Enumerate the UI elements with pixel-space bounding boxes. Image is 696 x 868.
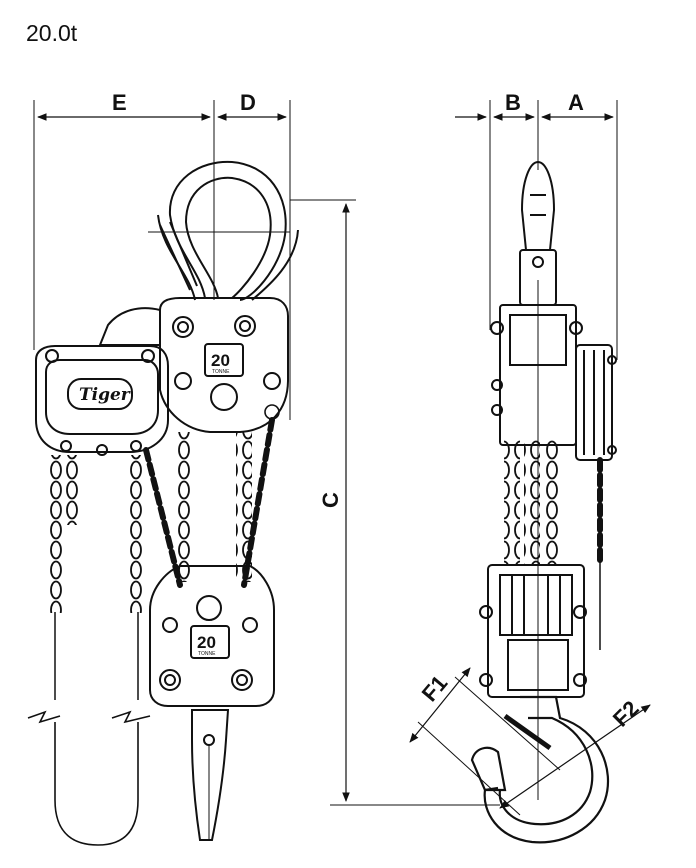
bottom-hook-front xyxy=(191,709,230,841)
side-bottom-hook xyxy=(470,695,610,844)
handwheel-cover xyxy=(35,345,169,456)
side-bottom-block xyxy=(479,564,587,698)
bottom-block xyxy=(149,565,275,707)
dimension-c-label: C xyxy=(318,492,343,508)
dimension-a xyxy=(541,100,618,360)
bottom-capacity-number: 20 xyxy=(197,633,216,652)
top-body xyxy=(98,297,289,433)
dimension-f1-label: F1 xyxy=(417,670,453,706)
top-capacity-number: 20 xyxy=(211,351,230,370)
hand-chain-loop xyxy=(27,710,151,846)
load-chain-front xyxy=(143,404,280,588)
dimension-f2 xyxy=(499,704,651,809)
dimension-c xyxy=(290,199,500,806)
side-body xyxy=(490,280,617,800)
dimension-d xyxy=(217,100,291,420)
top-capacity-unit: TONNE xyxy=(212,369,230,375)
dimension-e-label: E xyxy=(112,90,127,115)
dimension-a-label: A xyxy=(568,90,584,115)
dimension-b xyxy=(455,100,539,330)
capacity-title: 20.0t xyxy=(26,20,78,46)
brand-logo: Tiger xyxy=(79,385,131,405)
dimension-d-label: D xyxy=(240,90,256,115)
bottom-capacity-unit: TONNE xyxy=(198,651,216,657)
dimension-b-label: B xyxy=(505,90,521,115)
top-hook xyxy=(148,160,299,301)
side-view: B A xyxy=(409,90,651,844)
side-load-chains xyxy=(504,440,603,650)
hand-chain-left xyxy=(48,455,146,700)
front-view: E D C xyxy=(27,90,500,846)
dimension-f2-label: F2 xyxy=(608,696,644,732)
